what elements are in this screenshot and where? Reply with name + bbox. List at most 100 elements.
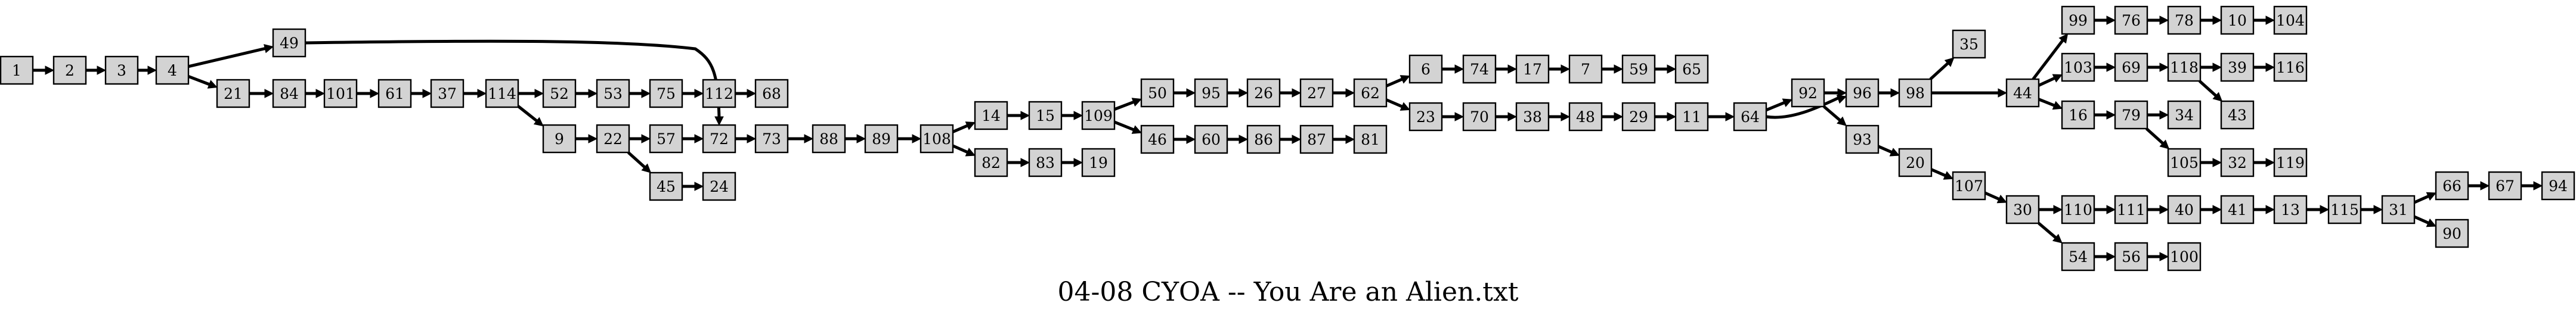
edge-arrow-98-35 [1944,57,1955,67]
node-label-48: 48 [1576,108,1595,126]
edge-86-87 [1280,135,1302,144]
edge-arrow-44-16 [2052,101,2063,110]
node-label-3: 3 [117,62,126,79]
node-103: 103 [2061,52,2095,82]
node-label-95: 95 [1202,85,1221,102]
node-box-104 [2273,5,2308,35]
node-label-27: 27 [1307,85,1326,102]
node-118: 118 [2167,52,2202,82]
node-box-22 [596,124,630,154]
node-9: 9 [542,124,577,154]
edge-83-19 [1061,158,1083,167]
edge-arrow-67-94 [2533,181,2543,191]
node-box-9 [542,124,577,154]
edge-14-15 [1007,111,1030,120]
edge-110-111 [2094,205,2116,214]
edge-arrow-40-41 [2212,205,2222,214]
node-116: 116 [2273,52,2308,82]
edge-arrow-7-59 [1614,64,1624,74]
edge-arrow-32-119 [2265,158,2275,167]
edge-arrow-61-37 [422,89,432,98]
node-box-66 [2435,171,2469,201]
node-box-112 [702,79,736,108]
node-35: 35 [1952,29,1986,59]
node-108: 108 [919,124,954,154]
edge-arrow-72-73 [747,134,757,143]
node-label-57: 57 [657,130,676,148]
edge-arrow-89-108 [912,134,922,143]
node-label-119: 119 [2276,154,2305,171]
node-99: 99 [2061,5,2095,35]
edge-arrow-30-110 [2053,205,2063,214]
node-box-13 [2273,195,2308,224]
node-83: 83 [1028,148,1063,177]
node-38: 38 [1515,102,1550,132]
node-label-52: 52 [550,85,569,102]
node-box-54 [2061,242,2095,272]
node-98: 98 [1898,78,1933,108]
edge-32-119 [2253,158,2275,167]
node-label-89: 89 [872,130,891,148]
node-label-64: 64 [1741,108,1760,126]
edge-arrow-75-112 [694,89,704,98]
node-96: 96 [1845,78,1880,108]
node-115: 115 [2327,195,2362,224]
edge-arrow-78-10 [2212,15,2222,25]
edge-arrow-109-50 [1131,98,1143,107]
edge-arrow-15-109 [1073,111,1083,120]
node-label-46: 46 [1148,131,1167,148]
node-69: 69 [2114,52,2148,82]
node-box-114 [485,79,519,108]
node-26: 26 [1246,78,1281,108]
node-60: 60 [1194,124,1228,154]
node-box-65 [1674,54,1709,84]
node-box-27 [1299,78,1334,108]
node-label-19: 19 [1089,154,1108,171]
node-56: 56 [2114,242,2148,272]
node-box-23 [1408,102,1443,132]
edge-105-32 [2200,158,2222,167]
edge-arrow-6-74 [1454,64,1465,74]
edge-37-114 [463,89,487,98]
edge-30-54 [2038,222,2063,244]
node-box-46 [1140,124,1175,154]
node-111: 111 [2114,195,2148,224]
edge-101-61 [357,89,380,98]
edge-arrow-2-3 [97,65,107,75]
node-label-88: 88 [819,130,838,148]
edge-arrow-74-17 [1507,64,1518,74]
node-box-74 [1462,54,1497,84]
edge-11-64 [1708,112,1735,121]
edge-arrow-9-22 [588,134,598,143]
node-box-67 [2488,171,2522,201]
node-box-56 [2114,242,2148,272]
node-10: 10 [2220,5,2255,35]
node-label-43: 43 [2228,107,2247,124]
edge-arrow-29-11 [1667,112,1677,121]
edge-66-67 [2468,181,2490,191]
node-24: 24 [702,171,736,201]
node-box-17 [1515,54,1550,84]
node-box-110 [2061,195,2095,224]
node-label-62: 62 [1361,85,1380,102]
edge-arrow-31-66 [2426,192,2437,201]
node-label-90: 90 [2442,225,2462,242]
node-box-109 [1081,101,1116,130]
edge-arrow-38-48 [1561,112,1571,121]
node-box-72 [702,124,736,154]
node-114: 114 [485,79,519,108]
node-54: 54 [2061,242,2095,272]
edge-78-10 [2200,15,2222,25]
edge-115-31 [2361,205,2383,214]
node-94: 94 [2541,171,2575,201]
node-label-10: 10 [2228,12,2247,29]
node-box-76 [2114,5,2148,35]
node-label-54: 54 [2069,248,2088,266]
edge-93-20 [1877,145,1900,157]
edge-arrow-118-43 [2212,92,2223,102]
node-label-31: 31 [2389,201,2408,219]
edge-arrow-45-24 [694,182,704,191]
edge-109-50 [1114,98,1143,111]
node-box-34 [2167,100,2202,130]
node-box-41 [2220,195,2255,224]
